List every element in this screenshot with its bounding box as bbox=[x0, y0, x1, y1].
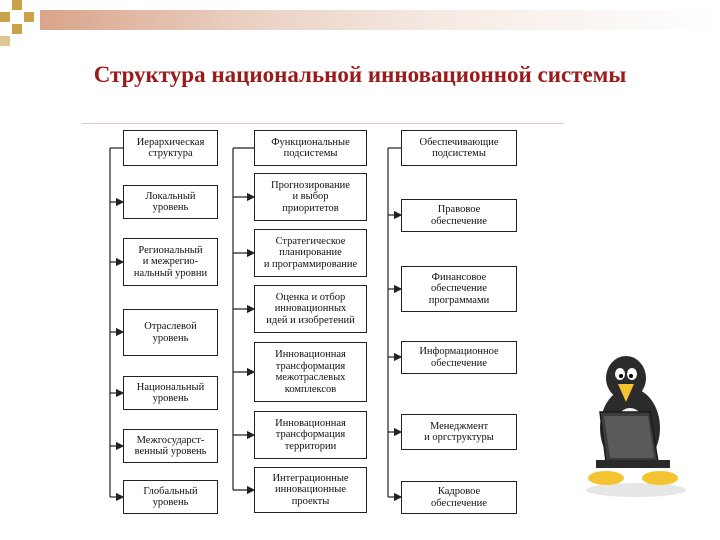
func-intersectoral-transformation: Инновационная трансформация межотраслевы… bbox=[254, 342, 367, 402]
support-personnel: Кадровое обеспечение bbox=[401, 481, 517, 514]
penguin-with-laptop-icon bbox=[586, 356, 686, 497]
header-gradient-bar bbox=[40, 10, 720, 30]
level-regional: Региональный и межрегио- нальный уровни bbox=[123, 238, 218, 286]
level-national: Национальный уровень bbox=[123, 376, 218, 410]
slide-title: Структура национальной инновационной сис… bbox=[93, 62, 627, 87]
header-hierarchical-structure: Иерархическая структура bbox=[123, 130, 218, 166]
level-sectoral: Отраслевой уровень bbox=[123, 309, 218, 356]
support-legal: Правовое обеспечение bbox=[401, 199, 517, 232]
func-strategic-planning: Стратегическое планирование и программир… bbox=[254, 229, 367, 277]
level-interstate: Межгосударст- венный уровень bbox=[123, 429, 218, 463]
decor-square bbox=[12, 24, 22, 34]
decor-square bbox=[12, 0, 22, 10]
support-management: Менеджмент и оргструктуры bbox=[401, 414, 517, 450]
header-supporting-subsystems: Обеспечивающие подсистемы bbox=[401, 130, 517, 166]
func-integration-projects: Интеграционные инновационные проекты bbox=[254, 467, 367, 513]
header-functional-subsystems: Функциональные подсистемы bbox=[254, 130, 367, 166]
decor-square bbox=[24, 12, 34, 22]
title-divider bbox=[82, 123, 564, 124]
decor-square bbox=[0, 12, 10, 22]
func-idea-selection: Оценка и отбор инновационных идей и изоб… bbox=[254, 285, 367, 333]
support-financial: Финансовое обеспечение программами bbox=[401, 266, 517, 312]
func-forecasting: Прогнозирование и выбор приоритетов bbox=[254, 173, 367, 221]
func-territory-transformation: Инновационная трансформация территории bbox=[254, 411, 367, 459]
level-global: Глобальный уровень bbox=[123, 480, 218, 514]
support-information: Информационное обеспечение bbox=[401, 341, 517, 374]
decor-square bbox=[0, 36, 10, 46]
header-decoration bbox=[0, 0, 720, 46]
level-local: Локальный уровень bbox=[123, 185, 218, 219]
